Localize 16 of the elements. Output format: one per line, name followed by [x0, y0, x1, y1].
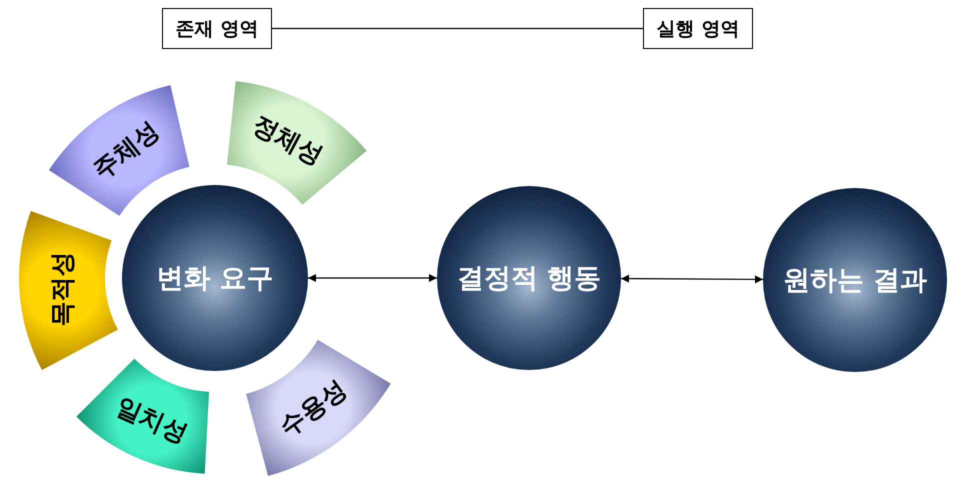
arc-segment	[226, 81, 367, 205]
sphere-label: 결정적 행동	[456, 262, 602, 296]
arc-segment	[246, 339, 391, 477]
region-label: 실행 영역	[656, 16, 740, 42]
region-box	[643, 8, 753, 49]
segment-label: 목적성	[46, 251, 78, 326]
region-label: 존재 영역	[176, 16, 258, 42]
sphere-label: 원하는 결과	[782, 264, 928, 298]
arc-segment	[48, 85, 190, 216]
double-arrow	[308, 274, 437, 282]
double-arrow	[621, 274, 763, 284]
region-box	[162, 8, 272, 49]
connector-line	[272, 28, 643, 30]
arc-segment	[76, 358, 210, 474]
sphere-label: 변화 요구	[156, 262, 274, 296]
arc-segment	[19, 210, 118, 371]
